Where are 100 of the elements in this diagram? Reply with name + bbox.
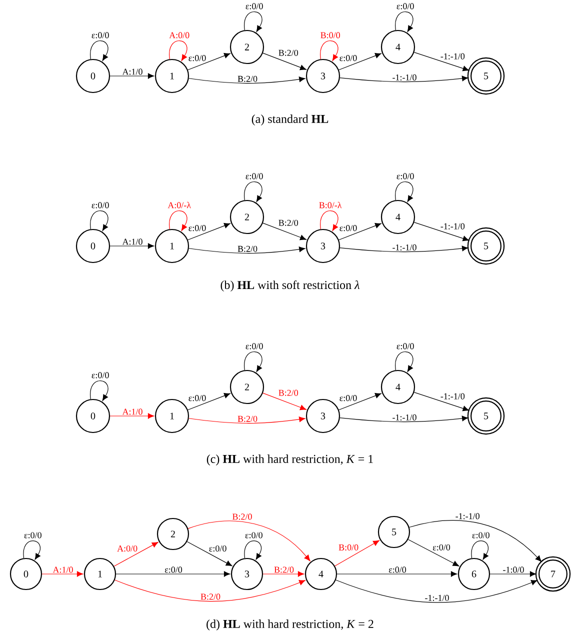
- arrow: [320, 40, 338, 61]
- arrow: [336, 580, 538, 603]
- arrow: [244, 540, 262, 560]
- arrow: [90, 380, 108, 401]
- edge-label: -1:0/0: [503, 566, 524, 573]
- edge-label: ε:0/0: [246, 343, 263, 350]
- edge-label: ε:0/0: [340, 225, 357, 232]
- arrow: [244, 181, 262, 202]
- edge-label: ε:0/0: [472, 532, 490, 538]
- arrow: [340, 416, 468, 422]
- edge-label: B:2/0: [238, 76, 258, 82]
- edge-label: -1:-1/0: [392, 74, 416, 81]
- arrow: [244, 351, 262, 372]
- edge-label: ε:0/0: [432, 544, 450, 550]
- arrow: [110, 243, 154, 249]
- edge-label: A:1/0: [122, 238, 142, 245]
- arrow: [110, 413, 154, 419]
- arrow: [320, 210, 338, 231]
- edge-label: ε:0/0: [340, 55, 357, 62]
- arrow: [262, 392, 306, 410]
- arrow: [90, 210, 108, 231]
- edge-label: B:2/0: [278, 220, 298, 226]
- edge-label: B:2/0: [200, 594, 220, 600]
- arrow: [23, 540, 41, 560]
- arrow: [116, 571, 230, 577]
- arrow: [262, 222, 306, 240]
- edge-label: ε:0/0: [396, 343, 414, 350]
- edge-label: ε:0/0: [188, 225, 206, 232]
- arrow: [114, 542, 158, 567]
- edge-label: B:2/0: [238, 246, 258, 252]
- edge-label: ε:0/0: [188, 395, 206, 402]
- arrow: [90, 40, 108, 61]
- arrow: [490, 571, 536, 577]
- edge-label: ε:0/0: [340, 395, 357, 402]
- arrow: [340, 246, 468, 252]
- edge-label: -1:-1/0: [425, 594, 449, 601]
- edge-label: A:1/0: [122, 68, 142, 75]
- arrow: [42, 571, 84, 577]
- arrow: [338, 53, 382, 70]
- arrow: [338, 392, 382, 410]
- arrow: [169, 40, 188, 61]
- arrow: [188, 392, 230, 410]
- edge-label: ε:0/0: [92, 202, 109, 208]
- edge-label: -1:-1/0: [392, 414, 416, 421]
- arrow: [414, 392, 470, 412]
- edge-label: -1:-1/0: [456, 513, 480, 520]
- edge-label: B:2/0: [274, 566, 294, 573]
- edge-label: ε:0/0: [245, 532, 262, 538]
- subfigure-caption: (b) HL with soft restriction λ: [220, 280, 360, 292]
- edge-label: ε:0/0: [164, 566, 182, 573]
- arrow: [114, 580, 306, 602]
- arrow: [188, 416, 306, 424]
- edge-label: B:0/0: [338, 544, 358, 550]
- edge-label: ε:0/0: [209, 545, 226, 552]
- edge-label: B:2/0: [278, 50, 298, 56]
- arrow: [414, 222, 470, 242]
- arrow: [169, 210, 188, 231]
- edge-label: ε:0/0: [188, 55, 206, 62]
- arrow: [414, 52, 470, 72]
- edge-label: B:2/0: [238, 416, 258, 422]
- edge-label: A:1/0: [52, 566, 73, 573]
- edge-label: A:0/0: [169, 32, 190, 38]
- arrow: [262, 52, 306, 70]
- edge-label: B:0/-λ: [319, 202, 342, 208]
- subfigure-caption: (c) HL with hard restriction, K = 1: [206, 454, 373, 466]
- edge-label: ε:0/0: [246, 173, 263, 180]
- subfigure-caption: (d) HL with hard restriction, K = 2: [206, 620, 374, 630]
- edge-label: A:0/-λ: [168, 202, 191, 208]
- edge-label: B:0/0: [320, 32, 340, 38]
- subfigure-caption: (a) standard HL: [252, 114, 328, 126]
- arrow: [110, 73, 154, 79]
- arrow: [336, 571, 458, 577]
- arrow: [188, 222, 230, 240]
- edge-label: -1:-1/0: [440, 53, 465, 60]
- arrow: [338, 222, 382, 240]
- edge-label: ε:0/0: [396, 173, 414, 180]
- edge-label: A:0/0: [117, 545, 138, 552]
- edge-label: ε:0/0: [246, 3, 263, 10]
- arrow: [244, 11, 262, 32]
- edge-label: -1:-1/0: [440, 393, 465, 400]
- arrow: [262, 571, 304, 577]
- arrow: [188, 246, 306, 254]
- arrow: [471, 540, 489, 560]
- arrow: [334, 540, 380, 566]
- edge-label: ε:0/0: [92, 32, 109, 38]
- edge-label: -1:-1/0: [392, 244, 416, 251]
- edge-label: ε:0/0: [396, 3, 414, 10]
- arrow: [188, 520, 310, 562]
- arrow: [188, 76, 306, 84]
- edge-label: B:2/0: [278, 390, 298, 396]
- arrow: [409, 520, 542, 562]
- arrow: [340, 76, 468, 82]
- arrow: [395, 351, 414, 372]
- edge-label: A:1/0: [122, 408, 142, 415]
- edge-label: B:2/0: [232, 514, 252, 520]
- edge-label: ε:0/0: [24, 532, 42, 538]
- arrow: [395, 11, 414, 32]
- arrow: [395, 181, 414, 202]
- arrow: [186, 541, 232, 566]
- edge-label: ε:0/0: [92, 372, 109, 378]
